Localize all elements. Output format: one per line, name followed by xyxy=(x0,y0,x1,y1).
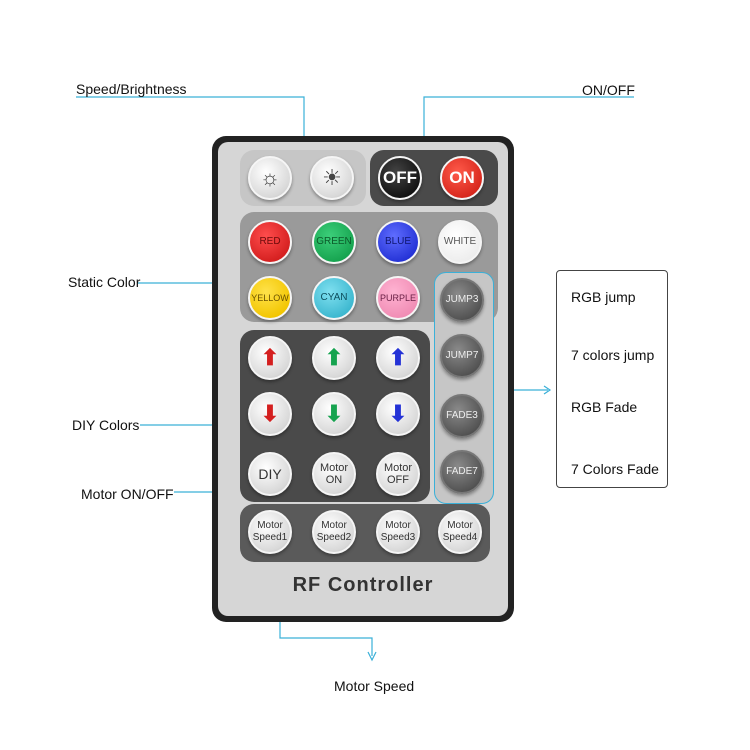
arrow-down-icon: ⬇ xyxy=(388,401,408,426)
brightness-up-button[interactable]: ☀ xyxy=(310,156,354,200)
arrow-up-icon: ⬆ xyxy=(260,345,280,370)
arrow-up-icon: ⬆ xyxy=(388,345,408,370)
white-button[interactable]: WHITE xyxy=(438,220,482,264)
arrow-down-icon: ⬇ xyxy=(324,401,344,426)
motor-speed-arrowhead xyxy=(367,651,377,662)
diy-colors-label: DIY Colors xyxy=(72,417,140,433)
jump7-button[interactable]: JUMP7 xyxy=(440,334,484,378)
brand-title: RF Controller xyxy=(292,574,434,596)
diy-button[interactable]: DIY xyxy=(248,452,292,496)
motor-speed3-button[interactable]: Motor Speed3 xyxy=(376,510,420,554)
green-button[interactable]: GREEN xyxy=(312,220,356,264)
sun-icon: ☼ xyxy=(259,165,281,190)
motor-on-button[interactable]: Motor ON xyxy=(312,452,356,496)
purple-button[interactable]: PURPLE xyxy=(376,276,420,320)
motor-off-button[interactable]: Motor OFF xyxy=(376,452,420,496)
motor-speed4-button[interactable]: Motor Speed4 xyxy=(438,510,482,554)
rf-remote: ☼ ☀ OFF ON RED GREEN BLUE WHITE YELLOW C… xyxy=(212,136,514,622)
off-button[interactable]: OFF xyxy=(378,156,422,200)
sun-icon: ☀ xyxy=(322,165,342,190)
red-down-button[interactable]: ⬇ xyxy=(248,392,292,436)
yellow-button[interactable]: YELLOW xyxy=(248,276,292,320)
blue-down-button[interactable]: ⬇ xyxy=(376,392,420,436)
remote-face: ☼ ☀ OFF ON RED GREEN BLUE WHITE YELLOW C… xyxy=(218,142,508,616)
fade7-button[interactable]: FADE7 xyxy=(440,450,484,494)
on-off-label: ON/OFF xyxy=(582,82,635,98)
mode-legend-box: RGB jump 7 colors jump RGB Fade 7 Colors… xyxy=(556,270,668,488)
motor-speed2-button[interactable]: Motor Speed2 xyxy=(312,510,356,554)
motor-speed-label: Motor Speed xyxy=(334,678,415,694)
static-color-label: Static Color xyxy=(68,274,141,290)
on-button[interactable]: ON xyxy=(440,156,484,200)
cyan-button[interactable]: CYAN xyxy=(312,276,356,320)
blue-button[interactable]: BLUE xyxy=(376,220,420,264)
legend-item: 7 colors jump xyxy=(571,347,655,363)
motor-on-off-label: Motor ON/OFF xyxy=(81,486,174,502)
red-button[interactable]: RED xyxy=(248,220,292,264)
speed-brightness-label: Speed/Brightness xyxy=(76,81,187,97)
arrow-up-icon: ⬆ xyxy=(324,345,344,370)
legend-item: RGB jump xyxy=(571,289,636,305)
jump3-button[interactable]: JUMP3 xyxy=(440,278,484,322)
legend-item: 7 Colors Fade xyxy=(571,461,659,477)
fade3-button[interactable]: FADE3 xyxy=(440,394,484,438)
brightness-down-button[interactable]: ☼ xyxy=(248,156,292,200)
motor-speed1-button[interactable]: Motor Speed1 xyxy=(248,510,292,554)
blue-up-button[interactable]: ⬆ xyxy=(376,336,420,380)
arrow-down-icon: ⬇ xyxy=(260,401,280,426)
green-up-button[interactable]: ⬆ xyxy=(312,336,356,380)
legend-arrowhead xyxy=(543,385,552,395)
green-down-button[interactable]: ⬇ xyxy=(312,392,356,436)
legend-item: RGB Fade xyxy=(571,399,638,415)
red-up-button[interactable]: ⬆ xyxy=(248,336,292,380)
